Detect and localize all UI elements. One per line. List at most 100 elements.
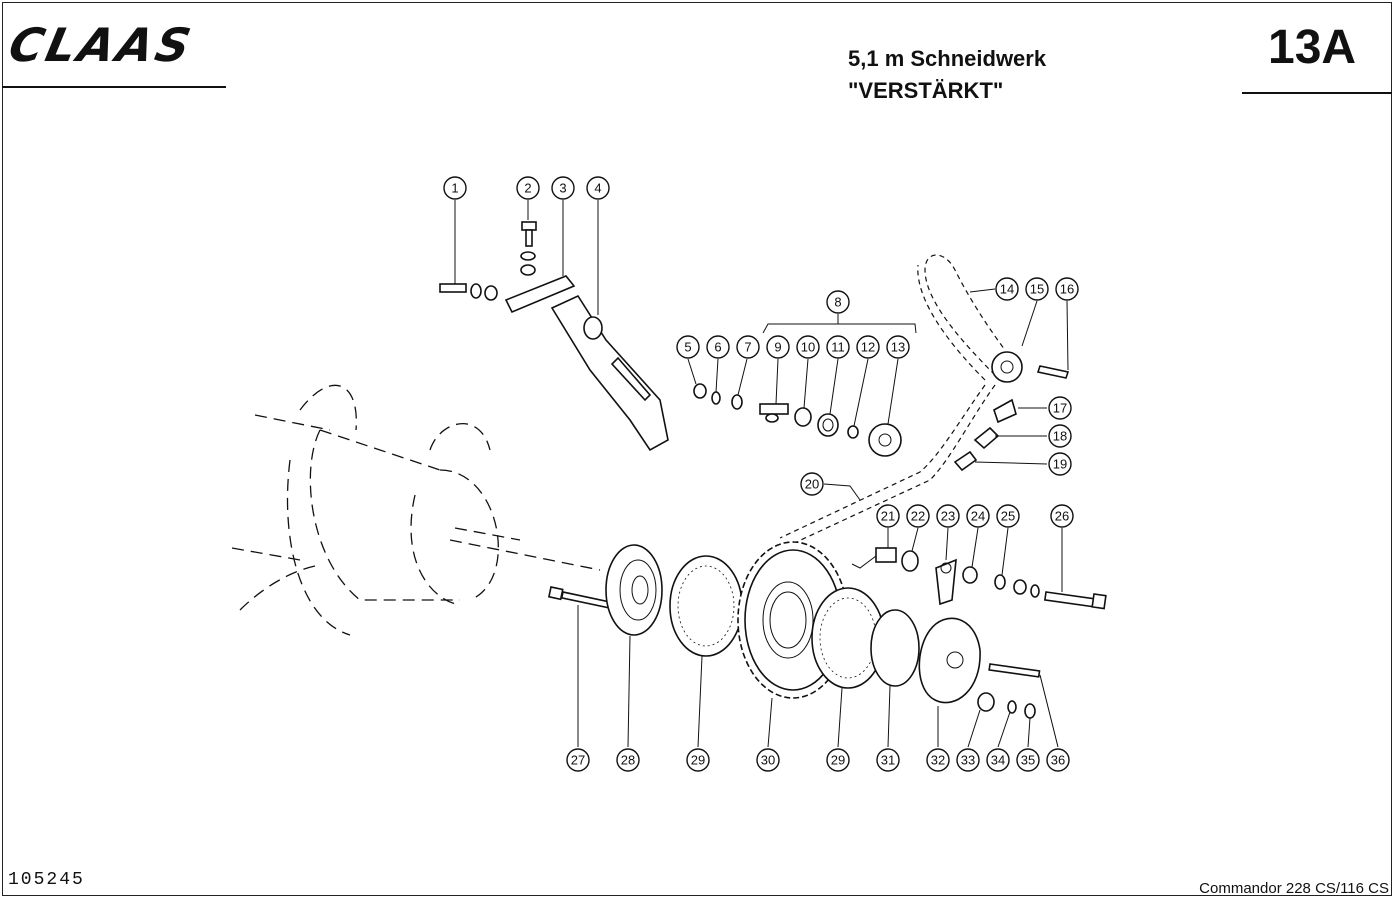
svg-text:28: 28 xyxy=(621,753,635,768)
callout-35: 35 xyxy=(1016,748,1040,772)
svg-text:23: 23 xyxy=(941,509,955,524)
svg-text:25: 25 xyxy=(1001,509,1015,524)
page-title-line2: "VERSTÄRKT" xyxy=(848,78,1004,103)
svg-text:1: 1 xyxy=(451,181,458,196)
svg-text:10: 10 xyxy=(801,340,815,355)
page-code-underline xyxy=(1242,92,1392,94)
bolt-26 xyxy=(1013,579,1107,610)
svg-text:4: 4 xyxy=(594,181,601,196)
svg-text:29: 29 xyxy=(831,753,845,768)
link-18 xyxy=(973,426,1000,450)
callout-31: 31 xyxy=(876,748,900,772)
chain-14 xyxy=(917,254,1006,381)
washer-6 xyxy=(711,391,721,405)
sprocket-15 xyxy=(991,351,1023,383)
svg-text:33: 33 xyxy=(961,753,975,768)
svg-text:19: 19 xyxy=(1053,457,1067,472)
model-designation: Commandor 228 CS/116 CS xyxy=(1199,880,1389,897)
callout-5: 5 xyxy=(676,335,700,359)
callout-16: 16 xyxy=(1055,277,1079,301)
callout-29b: 29 xyxy=(826,748,850,772)
svg-text:15: 15 xyxy=(1030,282,1044,297)
callout-34: 34 xyxy=(986,748,1010,772)
svg-text:24: 24 xyxy=(971,509,985,524)
svg-text:34: 34 xyxy=(991,753,1005,768)
callout-2: 2 xyxy=(516,176,540,200)
svg-text:9: 9 xyxy=(774,340,781,355)
svg-text:7: 7 xyxy=(744,340,751,355)
document-number: 105245 xyxy=(8,870,85,890)
svg-text:18: 18 xyxy=(1053,429,1067,444)
screw-2 xyxy=(520,221,537,276)
callout-20: 20 xyxy=(800,472,824,496)
svg-text:27: 27 xyxy=(571,753,585,768)
callout-13: 13 xyxy=(886,335,910,359)
svg-text:32: 32 xyxy=(931,753,945,768)
callout-18: 18 xyxy=(1048,424,1072,448)
callout-29a: 29 xyxy=(686,748,710,772)
spring-22 xyxy=(901,550,919,572)
callout-32: 32 xyxy=(926,748,950,772)
bearing-11 xyxy=(817,413,839,437)
callout-11: 11 xyxy=(826,335,850,359)
sleeve-21 xyxy=(875,547,897,563)
washer-34 xyxy=(1007,700,1017,714)
link-19 xyxy=(953,450,978,472)
svg-text:12: 12 xyxy=(861,340,875,355)
ring-7 xyxy=(731,394,743,410)
callout-33: 33 xyxy=(956,748,980,772)
callout-21: 21 xyxy=(876,504,900,528)
svg-text:30: 30 xyxy=(761,753,775,768)
lever-23 xyxy=(935,558,957,606)
pin-16 xyxy=(1036,365,1070,379)
svg-text:8: 8 xyxy=(834,295,841,310)
callout-28: 28 xyxy=(616,748,640,772)
svg-text:6: 6 xyxy=(714,340,721,355)
svg-text:11: 11 xyxy=(831,340,845,355)
phantom-drum xyxy=(231,384,601,636)
svg-text:35: 35 xyxy=(1021,753,1035,768)
page-title-line1: 5,1 m Schneidwerk xyxy=(848,46,1047,71)
callout-14: 14 xyxy=(995,277,1019,301)
callout-12: 12 xyxy=(856,335,880,359)
svg-text:16: 16 xyxy=(1060,282,1074,297)
svg-text:3: 3 xyxy=(559,181,566,196)
svg-text:20: 20 xyxy=(805,477,819,492)
callout-7: 7 xyxy=(736,335,760,359)
callout-8: 8 xyxy=(826,290,850,314)
svg-text:26: 26 xyxy=(1055,509,1069,524)
svg-text:2: 2 xyxy=(524,181,531,196)
bolt-36 xyxy=(988,663,1041,678)
callout-24: 24 xyxy=(966,504,990,528)
callout-26: 26 xyxy=(1050,504,1074,528)
callout-30: 30 xyxy=(756,748,780,772)
friction-disc-29a xyxy=(669,555,743,657)
logo-underline xyxy=(2,86,226,88)
leader-lines xyxy=(454,200,1069,748)
circlip-12 xyxy=(847,425,859,439)
svg-text:13: 13 xyxy=(891,340,905,355)
callout-6: 6 xyxy=(706,335,730,359)
spring-17 xyxy=(993,398,1017,424)
callout-1: 1 xyxy=(443,176,467,200)
spring-ring-31 xyxy=(870,609,920,687)
svg-text:36: 36 xyxy=(1051,753,1065,768)
svg-text:17: 17 xyxy=(1053,401,1067,416)
svg-text:31: 31 xyxy=(881,753,895,768)
svg-text:5: 5 xyxy=(684,340,691,355)
callout-4: 4 xyxy=(586,176,610,200)
bracket-4 xyxy=(550,294,669,452)
nut-5 xyxy=(693,383,707,399)
plate-3 xyxy=(504,275,576,314)
pressure-plate-32 xyxy=(918,617,981,704)
bolt-1 xyxy=(439,283,498,301)
svg-text:21: 21 xyxy=(881,509,895,524)
chain-20 xyxy=(779,384,996,546)
svg-text:29: 29 xyxy=(691,753,705,768)
callout-10: 10 xyxy=(796,335,820,359)
callout-36: 36 xyxy=(1046,748,1070,772)
svg-text:14: 14 xyxy=(1000,282,1014,297)
